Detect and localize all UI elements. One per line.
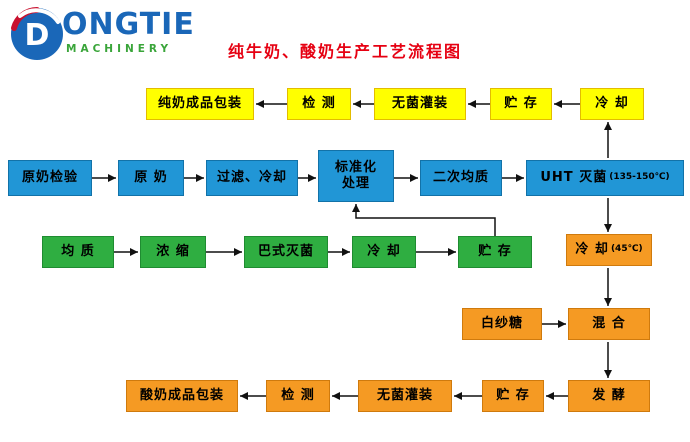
logo-swirl-icon: D [11,7,63,60]
node-secondary-homogenization: 二次均质 [420,160,502,196]
node-raw-milk-inspection: 原奶检验 [8,160,92,196]
logo-white-swoosh [18,8,60,24]
node-mixing: 混 合 [568,308,650,340]
standardization-line2: 处理 [341,176,370,191]
standardization-line1: 标准化 [334,159,377,175]
node-yogurt-inspection: 检 测 [266,380,330,412]
logo-wordmark: ONGTIE [62,7,195,42]
node-cooling-45: 冷 却 (45℃) [566,234,652,266]
page-title: 纯牛奶、酸奶生产工艺流程图 [227,42,462,61]
arrow-store-to-standardize [352,204,496,236]
node-homogenization: 均 质 [42,236,114,268]
node-fermentation: 发 酵 [568,380,650,412]
node-uht-sterilization: UHT 灭菌 (135-150℃) [526,160,684,196]
node-yogurt-packaging: 酸奶成品包装 [126,380,238,412]
node-concentration: 浓 缩 [140,236,206,268]
cooling-45-label: 冷 却 [575,241,609,257]
company-logo: D ONGTIE MACHINERY [6,2,196,66]
node-pure-aseptic-filling: 无菌灌装 [374,88,466,120]
node-raw-milk: 原 奶 [118,160,184,196]
logo-subtitle: MACHINERY [66,43,173,55]
node-filter-cooling: 过滤、冷却 [206,160,298,196]
node-pure-cooling: 冷 却 [580,88,644,120]
node-yogurt-storage: 贮 存 [482,380,544,412]
uht-temperature: (135-150℃) [609,172,670,183]
node-pasteurization: 巴式灭菌 [244,236,328,268]
node-cooling-green: 冷 却 [352,236,416,268]
uht-label: UHT 灭菌 [540,169,608,185]
cooling-45-temperature: (45℃) [610,244,643,255]
node-storage-green: 贮 存 [458,236,532,268]
logo-circle [11,8,63,60]
node-pure-milk-packaging: 纯奶成品包装 [146,88,254,120]
node-pure-inspection: 检 测 [287,88,351,120]
logo-text: ONGTIE MACHINERY [62,7,195,56]
node-standardization: 标准化 处理 [318,150,394,202]
logo-monogram: D [25,18,50,53]
node-yogurt-aseptic-filling: 无菌灌装 [358,380,452,412]
node-white-sugar: 白纱糖 [462,308,542,340]
node-pure-storage: 贮 存 [490,88,552,120]
